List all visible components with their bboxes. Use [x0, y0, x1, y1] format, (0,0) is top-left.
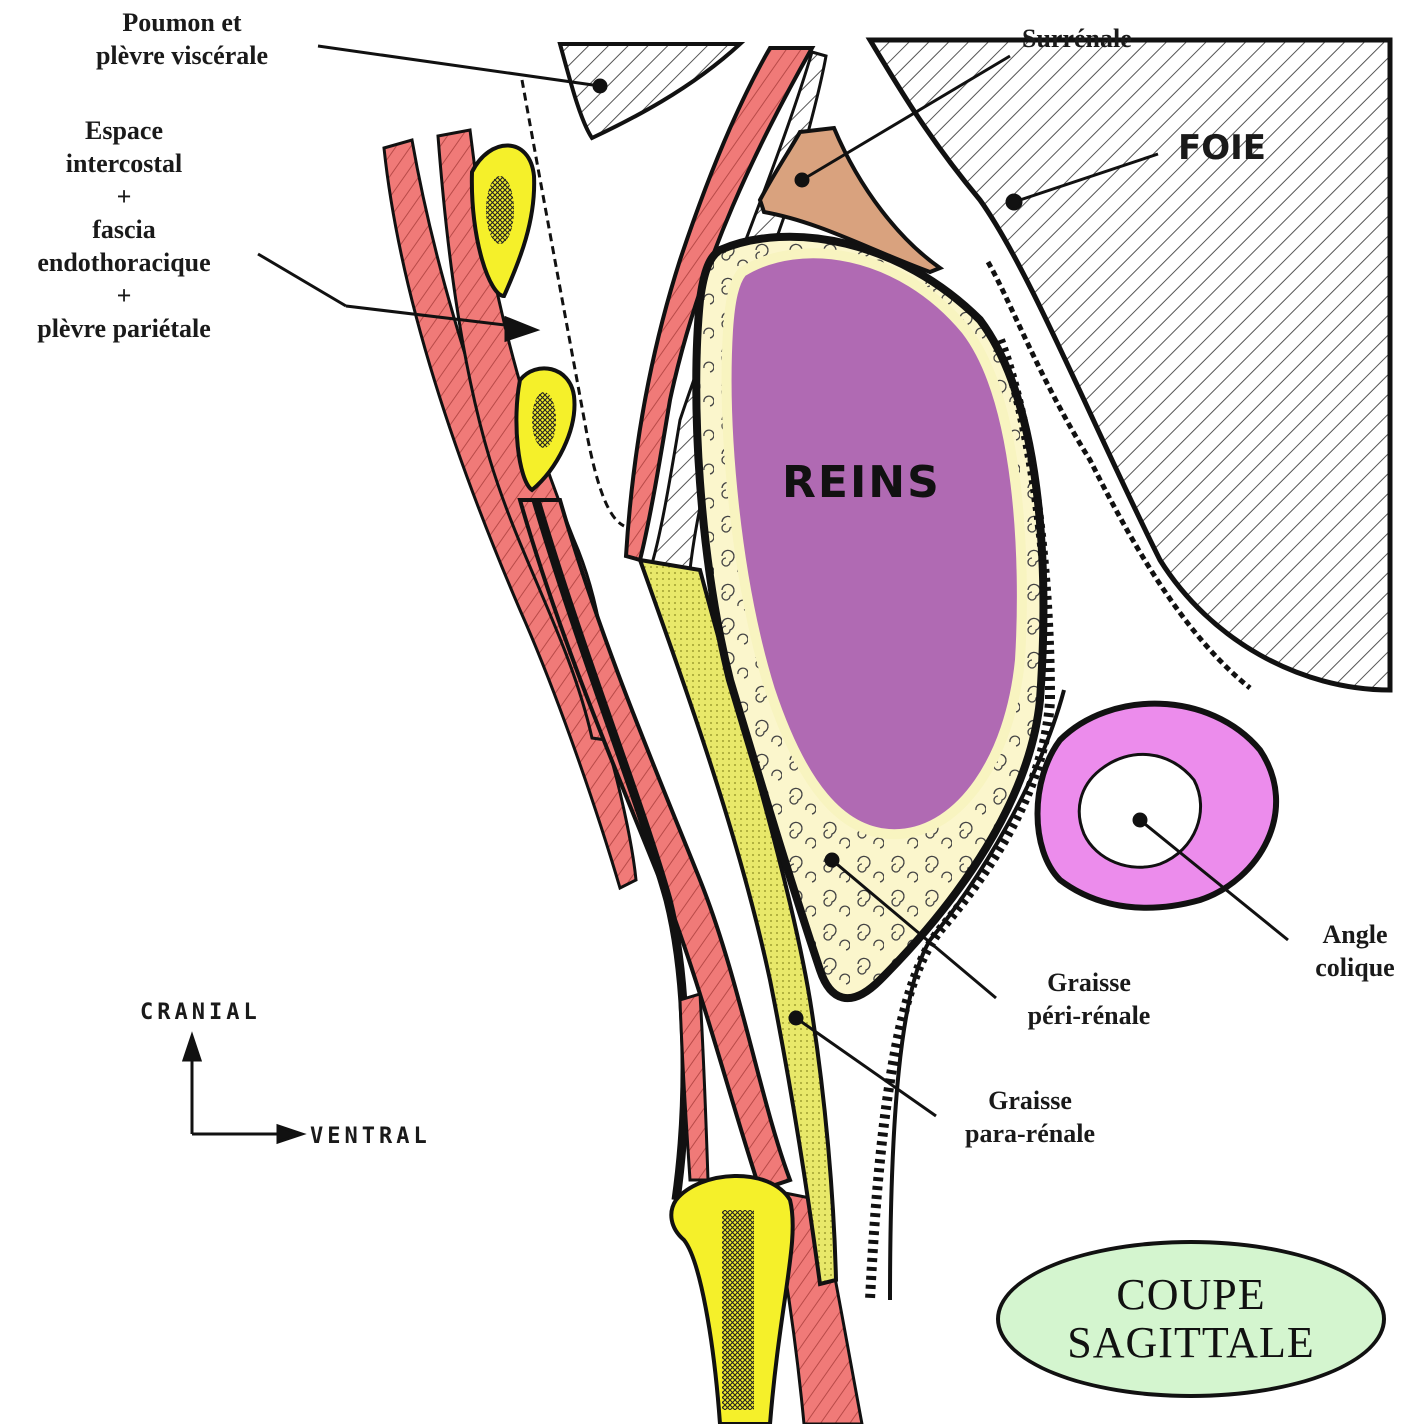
label-reins: REINS — [782, 456, 941, 510]
orientation-arrows — [184, 1036, 302, 1142]
label-angle-line1: Angle — [1300, 918, 1410, 951]
label-poumon-line1: Poumon et — [66, 6, 298, 39]
label-cranial: CRANIAL — [140, 996, 261, 1029]
rib-2-marrow — [532, 392, 556, 448]
label-peri-line2: péri-rénale — [1006, 999, 1172, 1032]
label-espace-line3: + — [8, 180, 240, 213]
label-para-line1: Graisse — [944, 1084, 1116, 1117]
label-espace-line5: endothoracique — [8, 246, 240, 279]
label-espace-line7: plèvre pariétale — [8, 312, 240, 345]
label-angle-line2: colique — [1300, 951, 1410, 984]
label-graisse-para-renale: Graisse para-rénale — [944, 1084, 1116, 1150]
title-ellipse: COUPE SAGITTALE — [996, 1240, 1386, 1398]
title-line1: COUPE — [1116, 1271, 1265, 1319]
lung-region — [560, 44, 740, 138]
rib-lower-marrow — [722, 1210, 754, 1410]
label-surrenale: Surrénale — [1022, 22, 1132, 55]
label-peri-line1: Graisse — [1006, 966, 1172, 999]
label-ventral: VENTRAL — [310, 1120, 431, 1153]
rib-1-marrow — [486, 176, 514, 244]
label-espace-line6: + — [8, 279, 240, 312]
label-espace-intercostal: Espace intercostal + fascia endothoraciq… — [8, 114, 240, 345]
label-poumon: Poumon et plèvre viscérale — [66, 6, 298, 72]
label-angle-colique: Angle colique — [1300, 918, 1410, 984]
label-espace-line2: intercostal — [8, 147, 240, 180]
label-para-line2: para-rénale — [944, 1117, 1116, 1150]
label-espace-line1: Espace — [8, 114, 240, 147]
colon-lumen — [1079, 754, 1200, 867]
label-foie: FOIE — [1178, 132, 1266, 165]
title-line2: SAGITTALE — [1067, 1319, 1314, 1367]
label-graisse-peri-renale: Graisse péri-rénale — [1006, 966, 1172, 1032]
label-poumon-line2: plèvre viscérale — [66, 39, 298, 72]
label-espace-line4: fascia — [8, 213, 240, 246]
